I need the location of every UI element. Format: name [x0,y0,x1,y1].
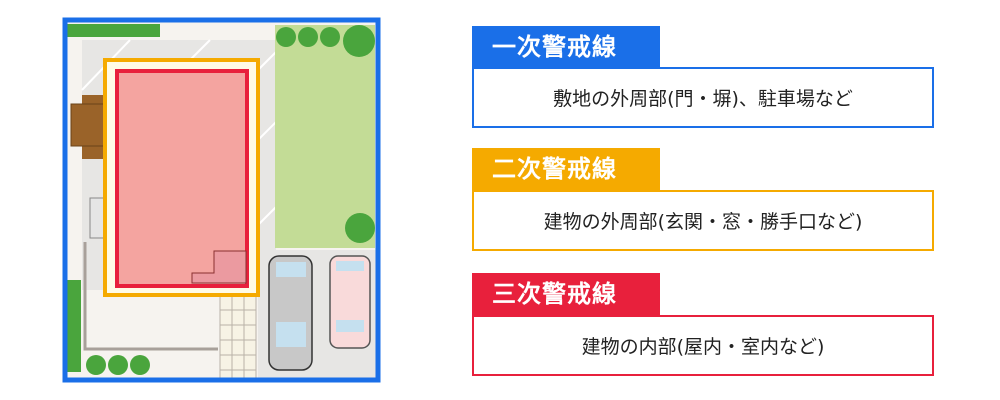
secondary-line-description: 建物の外周部(玄関・窓・勝手口など) [472,190,934,251]
car-gray [268,255,313,371]
primary-line-title: 一次警戒線 [472,26,660,68]
lawn [275,25,375,248]
tile-grid [220,295,256,381]
primary-line-outline [62,17,381,383]
house-entrance [191,250,247,284]
tertiary-line-description: 建物の内部(屋内・室内など) [472,315,934,376]
tertiary-line-outline [115,69,249,288]
tertiary-line-title: 三次警戒線 [472,273,660,315]
hedge-left [67,280,81,372]
site-plan-illustration [62,17,381,383]
hedge-top [67,24,160,37]
tile-walkway [219,294,257,382]
wood-deck-step [70,103,108,147]
primary-line-description: 敷地の外周部(門・塀)、駐車場など [472,67,934,128]
secondary-line-title: 二次警戒線 [472,148,660,190]
car-pink [329,255,371,349]
garden-wall [83,242,218,351]
trees [86,25,375,375]
